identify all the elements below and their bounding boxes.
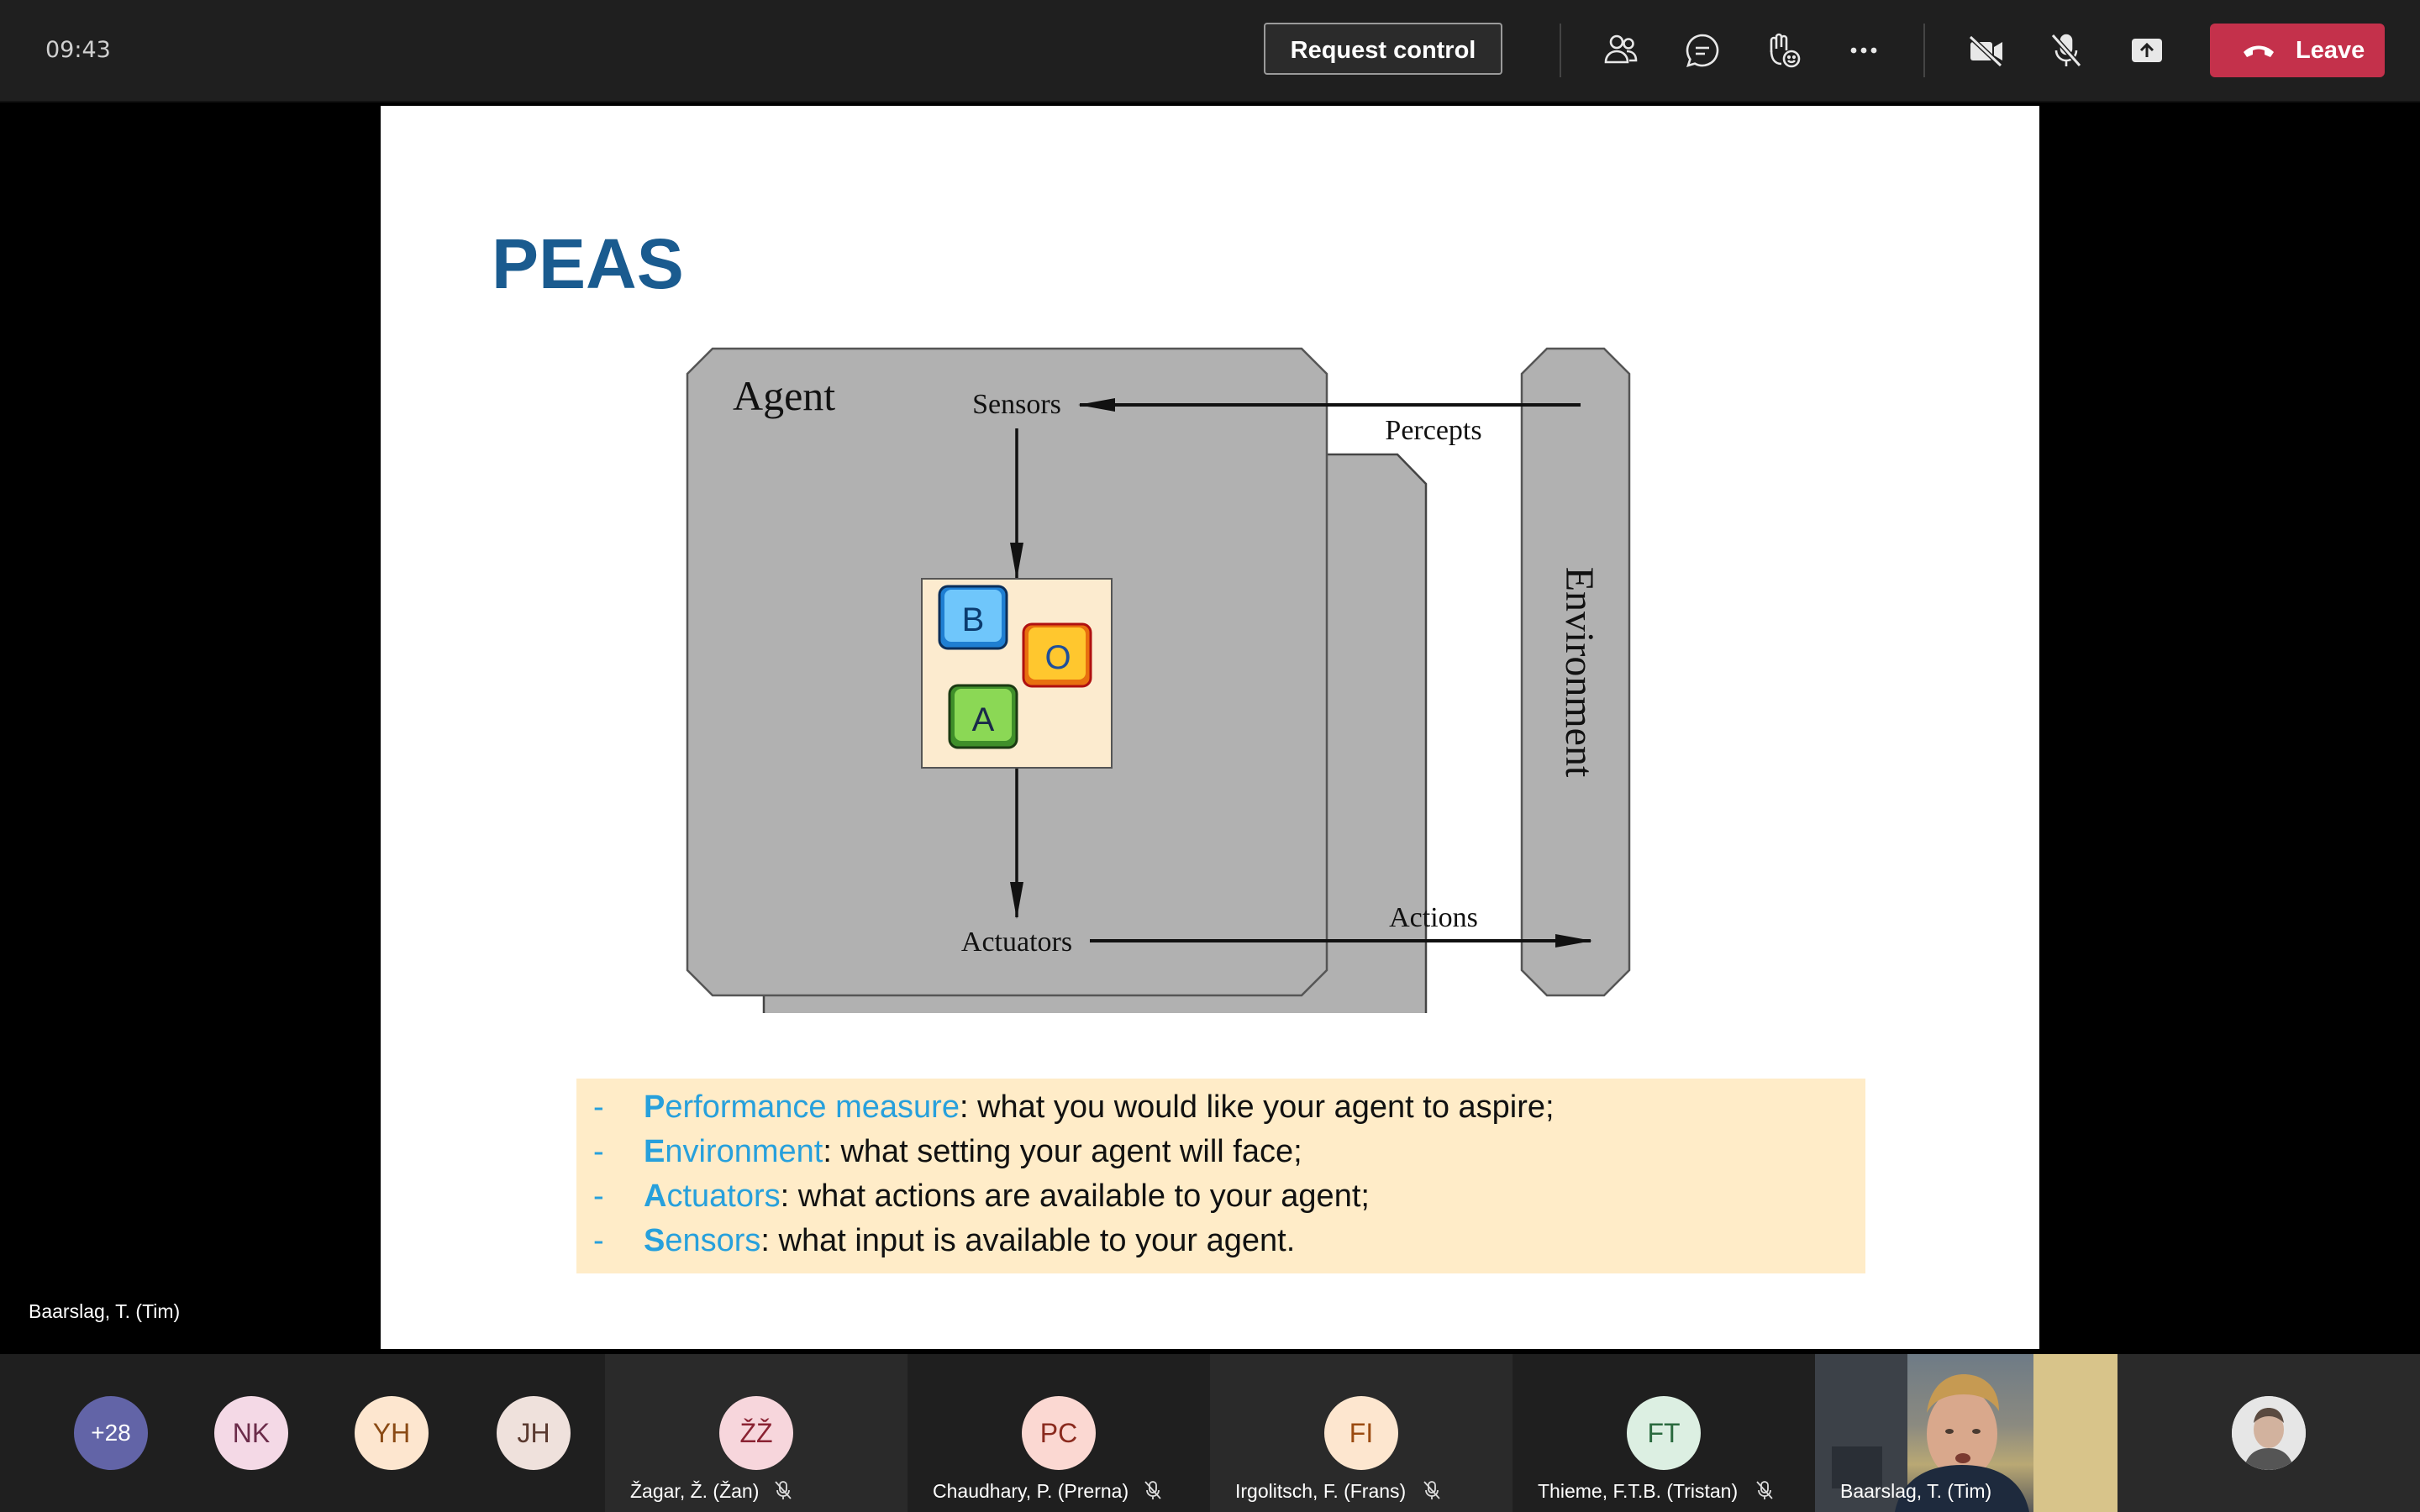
mic-off-icon[interactable] [2044,29,2088,72]
meeting-toolbar [0,0,2420,102]
toolbar-divider [1923,24,1925,77]
participant-tile[interactable]: PC Chaudhary, P. (Prerna) [908,1354,1210,1512]
peas-bullet-list: - Performance measure: what you would li… [576,1079,1865,1273]
participant-photo-avatar [2232,1396,2306,1470]
people-icon[interactable] [1599,29,1643,72]
toolbar-divider [1560,24,1561,77]
diagram-canvas: B O A Agent Sensors Percepts Actuators A… [686,347,1631,997]
participant-tile[interactable] [2118,1354,2420,1512]
participant-name: Žagar, Ž. (Žan) [630,1480,760,1502]
share-tray-icon[interactable] [2125,29,2169,72]
mic-off-icon [1423,1481,1440,1499]
actuators-label: Actuators [961,927,1072,958]
bullet-text: : what setting your agent will face; [823,1134,1302,1169]
presenter-video-tile[interactable]: Baarslag, T. (Tim) [1815,1354,2118,1512]
mic-off-icon [1144,1481,1161,1499]
participant-name: Chaudhary, P. (Prerna) [933,1480,1129,1502]
participant-avatar[interactable]: NK [214,1396,288,1470]
slide-title: PEAS [492,224,684,303]
meeting-timer: 09:43 [45,37,111,63]
participant-name: Irgolitsch, F. (Frans) [1235,1480,1407,1502]
list-item: - Sensors: what input is available to yo… [576,1219,1865,1263]
b-block-label: B [962,601,985,638]
participant-avatar[interactable]: YH [355,1396,429,1470]
bullet-dash: - [593,1179,604,1214]
more-icon[interactable] [1842,29,1886,72]
bullet-dash: - [593,1134,604,1169]
participant-avatar: ŽŽ [719,1396,793,1470]
o-block: O [1022,622,1092,688]
keyword-initial: P [644,1089,666,1125]
bullet-dash: - [593,1223,604,1258]
keyword: ctuators [666,1179,781,1214]
mic-off-icon [775,1481,792,1499]
bullet-text: : what input is available to your agent. [760,1223,1296,1258]
keyword: nvironment [665,1134,823,1169]
keyword: ensors [665,1223,761,1258]
keyword: erformance measure [665,1089,960,1125]
list-item: - Performance measure: what you would li… [576,1085,1865,1130]
reactions-icon[interactable] [1761,29,1805,72]
percepts-label: Percepts [1385,415,1481,446]
participant-avatar: PC [1022,1396,1096,1470]
participant-avatar[interactable]: JH [497,1396,571,1470]
leave-button[interactable]: Leave [2210,24,2385,77]
environment-box [1520,347,1631,997]
participant-avatar: FI [1324,1396,1398,1470]
request-control-button[interactable]: Request control [1264,23,1502,75]
actions-label: Actions [1389,902,1478,933]
chat-icon[interactable] [1681,29,1724,72]
participant-tile[interactable]: FT Thieme, F.T.B. (Tristan) [1512,1354,1815,1512]
participant-tile[interactable]: FI Irgolitsch, F. (Frans) [1210,1354,1512,1512]
leave-label: Leave [2296,37,2365,64]
list-item: - Actuators: what actions are available … [576,1174,1865,1219]
keyword-initial: E [644,1134,666,1169]
participant-name: Baarslag, T. (Tim) [1840,1480,1992,1502]
participant-tile[interactable]: ŽŽ Žagar, Ž. (Žan) [605,1354,908,1512]
bullet-text: : what actions are available to your age… [780,1179,1370,1214]
presenter-video [1815,1354,2118,1512]
participant-name: Thieme, F.T.B. (Tristan) [1538,1480,1739,1502]
a-block: A [948,684,1018,749]
presenter-name-label: Baarslag, T. (Tim) [29,1300,181,1322]
list-item: - Environment: what setting your agent w… [576,1130,1865,1174]
bullet-text: : what you would like your agent to aspi… [959,1089,1555,1125]
keyword-initial: A [644,1179,667,1214]
more-participants-button[interactable]: +28 [74,1396,148,1470]
b-block: B [938,585,1008,650]
mic-off-icon [1756,1481,1773,1499]
bullet-dash: - [593,1089,604,1125]
presentation-slide: PEAS [381,106,2039,1349]
sensors-label: Sensors [972,389,1061,420]
environment-label: Environment [1557,567,1602,778]
agent-label: Agent [733,372,835,419]
participant-avatar: FT [1627,1396,1701,1470]
a-block-label: A [972,701,995,738]
keyword-initial: S [644,1223,666,1258]
camera-off-icon[interactable] [1964,29,2007,72]
o-block-label: O [1044,639,1071,676]
phone-hangup-icon [2244,45,2274,57]
